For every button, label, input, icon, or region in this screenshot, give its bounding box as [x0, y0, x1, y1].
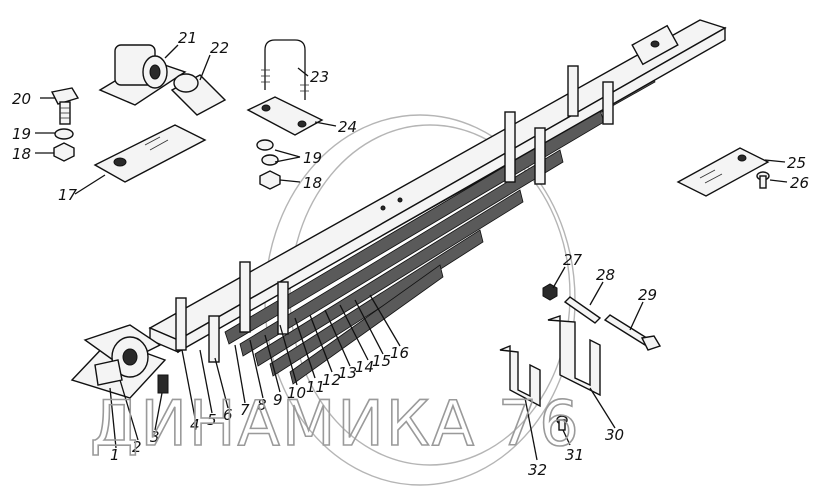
label-17: 17 — [58, 186, 78, 204]
label-28: 28 — [596, 266, 615, 284]
label-19a: 19 — [12, 125, 31, 143]
label-19b: 19 — [303, 149, 322, 167]
nut-18b — [259, 170, 281, 190]
label-10: 10 — [287, 384, 306, 402]
label-18b: 18 — [303, 174, 322, 192]
label-9: 9 — [273, 391, 283, 409]
label-23: 23 — [310, 68, 329, 86]
front-eye-assembly — [70, 324, 169, 399]
front-eye-hole — [122, 348, 138, 366]
bolt-3 — [157, 374, 169, 394]
label-1: 1 — [110, 446, 120, 464]
bracket-32 — [499, 344, 541, 408]
nut-18 — [53, 142, 75, 162]
label-22: 22 — [210, 39, 229, 57]
clamp-front-3 — [239, 261, 251, 333]
pin-28 — [563, 296, 602, 324]
rivet-26 — [756, 171, 770, 189]
bracket-21 — [98, 44, 187, 106]
label-20: 20 — [12, 90, 31, 108]
leaf-6 — [269, 229, 484, 377]
leaf-5 — [254, 189, 524, 367]
label-15: 15 — [372, 352, 391, 370]
label-27: 27 — [563, 251, 583, 269]
leaf-spring-assembly — [148, 19, 727, 385]
washer-19c — [261, 154, 279, 166]
leaf-7 — [289, 264, 444, 385]
label-24: 24 — [338, 118, 357, 136]
label-26: 26 — [790, 174, 809, 192]
plate-24 — [246, 96, 324, 136]
plate-17-hole — [113, 157, 127, 167]
part-labels: 20 19 18 17 21 22 23 24 19 18 25 26 27 2… — [12, 29, 809, 479]
label-3: 3 — [150, 428, 160, 446]
washer-19b — [256, 139, 274, 151]
clamp-rear-1 — [567, 65, 579, 117]
clamp-mid-1 — [504, 111, 516, 183]
label-13: 13 — [338, 364, 357, 382]
leader-lines — [35, 44, 788, 461]
label-21: 21 — [178, 29, 197, 47]
label-7: 7 — [240, 401, 250, 419]
clamp-mid-2 — [534, 127, 546, 185]
label-11: 11 — [306, 378, 325, 396]
center-bolt-hole — [380, 205, 386, 211]
clamp-rear-2 — [602, 81, 614, 125]
nut-27 — [542, 283, 558, 301]
label-31: 31 — [565, 446, 584, 464]
label-5: 5 — [207, 411, 217, 429]
label-18a: 18 — [12, 145, 31, 163]
u-bolt-23 — [261, 39, 309, 100]
washer-19 — [54, 128, 74, 140]
spring-clamps — [175, 65, 614, 363]
rear-eye-hole — [650, 40, 660, 48]
center-bolt-hole-2 — [397, 197, 403, 203]
label-25: 25 — [787, 154, 806, 172]
plate-25 — [676, 147, 770, 197]
bolt-20 — [50, 87, 80, 125]
rivet-31 — [556, 415, 568, 431]
clamp-front-2 — [208, 315, 220, 363]
plate-17 — [93, 124, 207, 183]
label-30: 30 — [605, 426, 624, 444]
label-4: 4 — [190, 416, 200, 434]
leaf-4 — [239, 149, 564, 357]
bracket-30 — [547, 315, 601, 397]
label-8: 8 — [257, 396, 267, 414]
label-6: 6 — [223, 406, 233, 424]
nut-2 — [94, 359, 123, 386]
label-2: 2 — [132, 438, 142, 456]
label-29: 29 — [638, 286, 657, 304]
label-32: 32 — [528, 461, 547, 479]
label-16: 16 — [390, 344, 409, 362]
bolt-29 — [603, 314, 662, 351]
clamp-front-4 — [277, 281, 289, 335]
label-12: 12 — [322, 371, 341, 389]
label-14: 14 — [355, 358, 374, 376]
bushing-22 — [170, 73, 227, 116]
clamp-front-1 — [175, 297, 187, 351]
watermark-text: ДИНАМИКА 76 — [90, 387, 581, 460]
